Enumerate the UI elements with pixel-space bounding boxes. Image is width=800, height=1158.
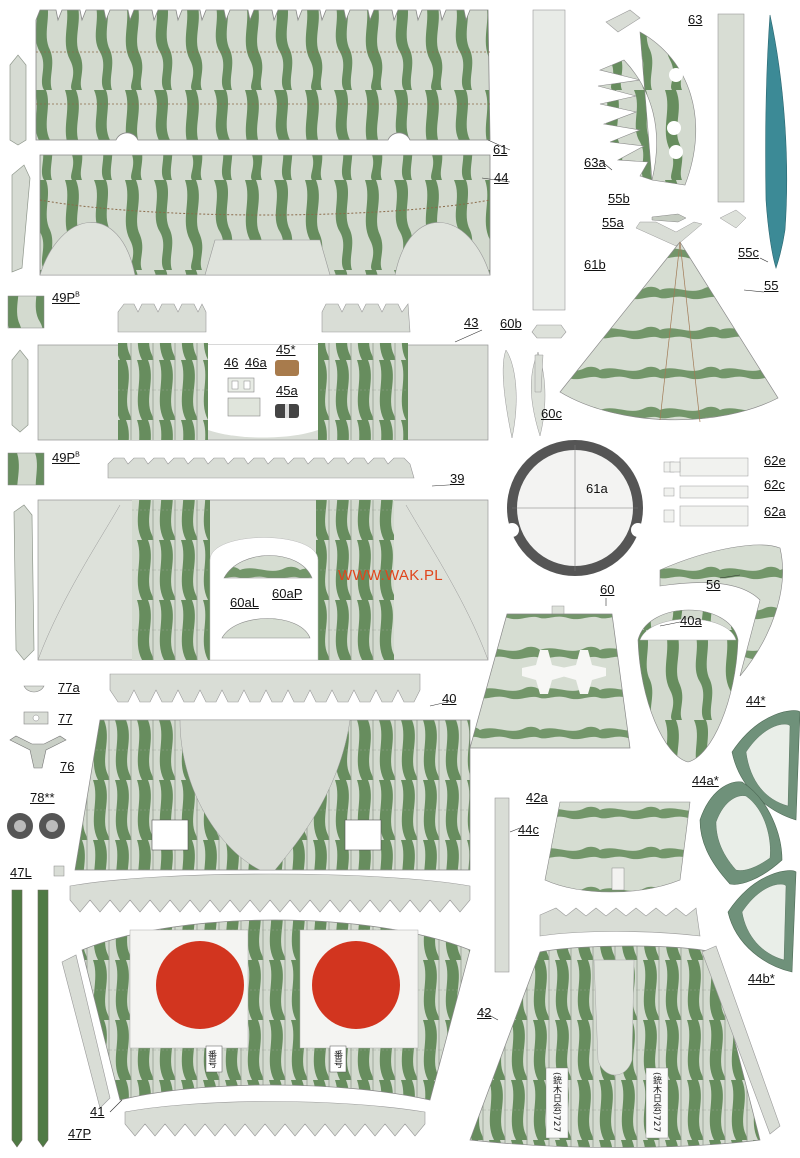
label-77a: 77a	[58, 680, 80, 695]
label-61b: 61b	[584, 257, 606, 272]
part-60al	[221, 618, 311, 639]
part-60ap	[223, 555, 313, 579]
label-55b: 55b	[608, 191, 630, 206]
part-63a	[597, 9, 697, 186]
label-45a: 45a	[276, 383, 298, 398]
label-44s: 44*	[746, 693, 766, 708]
part-61	[35, 9, 491, 141]
swatch-49p-2	[7, 452, 45, 486]
part-43	[37, 303, 489, 441]
label-55: 55	[764, 278, 779, 293]
part-55c	[765, 14, 788, 269]
part-63-strip	[717, 13, 745, 203]
fuselage-code-left: (銃木日会)727	[551, 1072, 561, 1133]
part-61b-strip	[532, 9, 566, 311]
part-60	[469, 605, 631, 749]
part-47l	[11, 889, 23, 1148]
part-42	[469, 945, 761, 1148]
label-78: 78**	[30, 790, 55, 805]
part-42a	[544, 801, 691, 893]
label-44: 44	[494, 170, 509, 185]
label-49p-1: 49PB	[52, 290, 80, 305]
label-39: 39	[450, 471, 465, 486]
label-40a: 40a	[680, 613, 702, 628]
label-56: 56	[706, 577, 721, 592]
label-61a: 61a	[586, 481, 608, 496]
fuselage-code-right: (銃木日会)727	[651, 1072, 661, 1133]
part-41	[61, 873, 471, 1137]
label-60b: 60b	[500, 316, 522, 331]
label-46a: 46a	[245, 355, 267, 370]
label-60al: 60aL	[230, 595, 259, 610]
part-45-swatch	[275, 360, 299, 376]
label-62c: 62c	[764, 477, 785, 492]
part-40	[74, 673, 471, 871]
label-47p: 47P	[68, 1126, 92, 1141]
part-55	[559, 241, 779, 423]
kanji-mark-left: 番号	[206, 1050, 216, 1068]
label-63: 63	[688, 12, 703, 27]
label-44c: 44c	[518, 822, 539, 837]
label-55c: 55c	[738, 245, 759, 260]
part-77a	[23, 685, 45, 693]
part-46	[227, 377, 261, 417]
label-46: 46	[224, 355, 239, 370]
part-78	[7, 813, 65, 839]
label-40: 40	[442, 691, 457, 706]
part-56	[659, 544, 783, 677]
watermark: WWW.WAK.PL	[338, 567, 443, 584]
part-44c	[494, 797, 510, 973]
label-42: 42	[477, 1005, 492, 1020]
label-62a: 62a	[764, 504, 786, 519]
label-61: 61	[493, 142, 508, 157]
part-76	[9, 735, 67, 769]
label-55a: 55a	[602, 215, 624, 230]
part-61a	[505, 440, 645, 576]
swatch-49p-1	[7, 295, 45, 329]
side-strips-left	[9, 54, 35, 661]
label-60: 60	[600, 582, 615, 597]
label-49p-2: 49PB	[52, 450, 80, 465]
kanji-mark-right: 番号	[332, 1050, 342, 1068]
label-63a: 63a	[584, 155, 606, 170]
label-45s: 45*	[276, 342, 296, 357]
part-47p	[37, 889, 49, 1148]
label-60ap: 60aP	[272, 586, 303, 601]
label-43: 43	[464, 315, 479, 330]
label-47l: 47L	[10, 865, 32, 880]
label-77: 77	[58, 711, 73, 726]
part-44	[39, 154, 491, 276]
label-41: 41	[90, 1104, 105, 1119]
part-40a	[637, 609, 739, 763]
label-44bs: 44b*	[748, 971, 775, 986]
part-60c	[502, 349, 517, 439]
part-62-strips	[663, 457, 749, 527]
label-60c: 60c	[541, 406, 562, 421]
label-42a: 42a	[526, 790, 548, 805]
label-62e: 62e	[764, 453, 786, 468]
label-44as: 44a*	[692, 773, 719, 788]
label-76: 76	[60, 759, 75, 774]
